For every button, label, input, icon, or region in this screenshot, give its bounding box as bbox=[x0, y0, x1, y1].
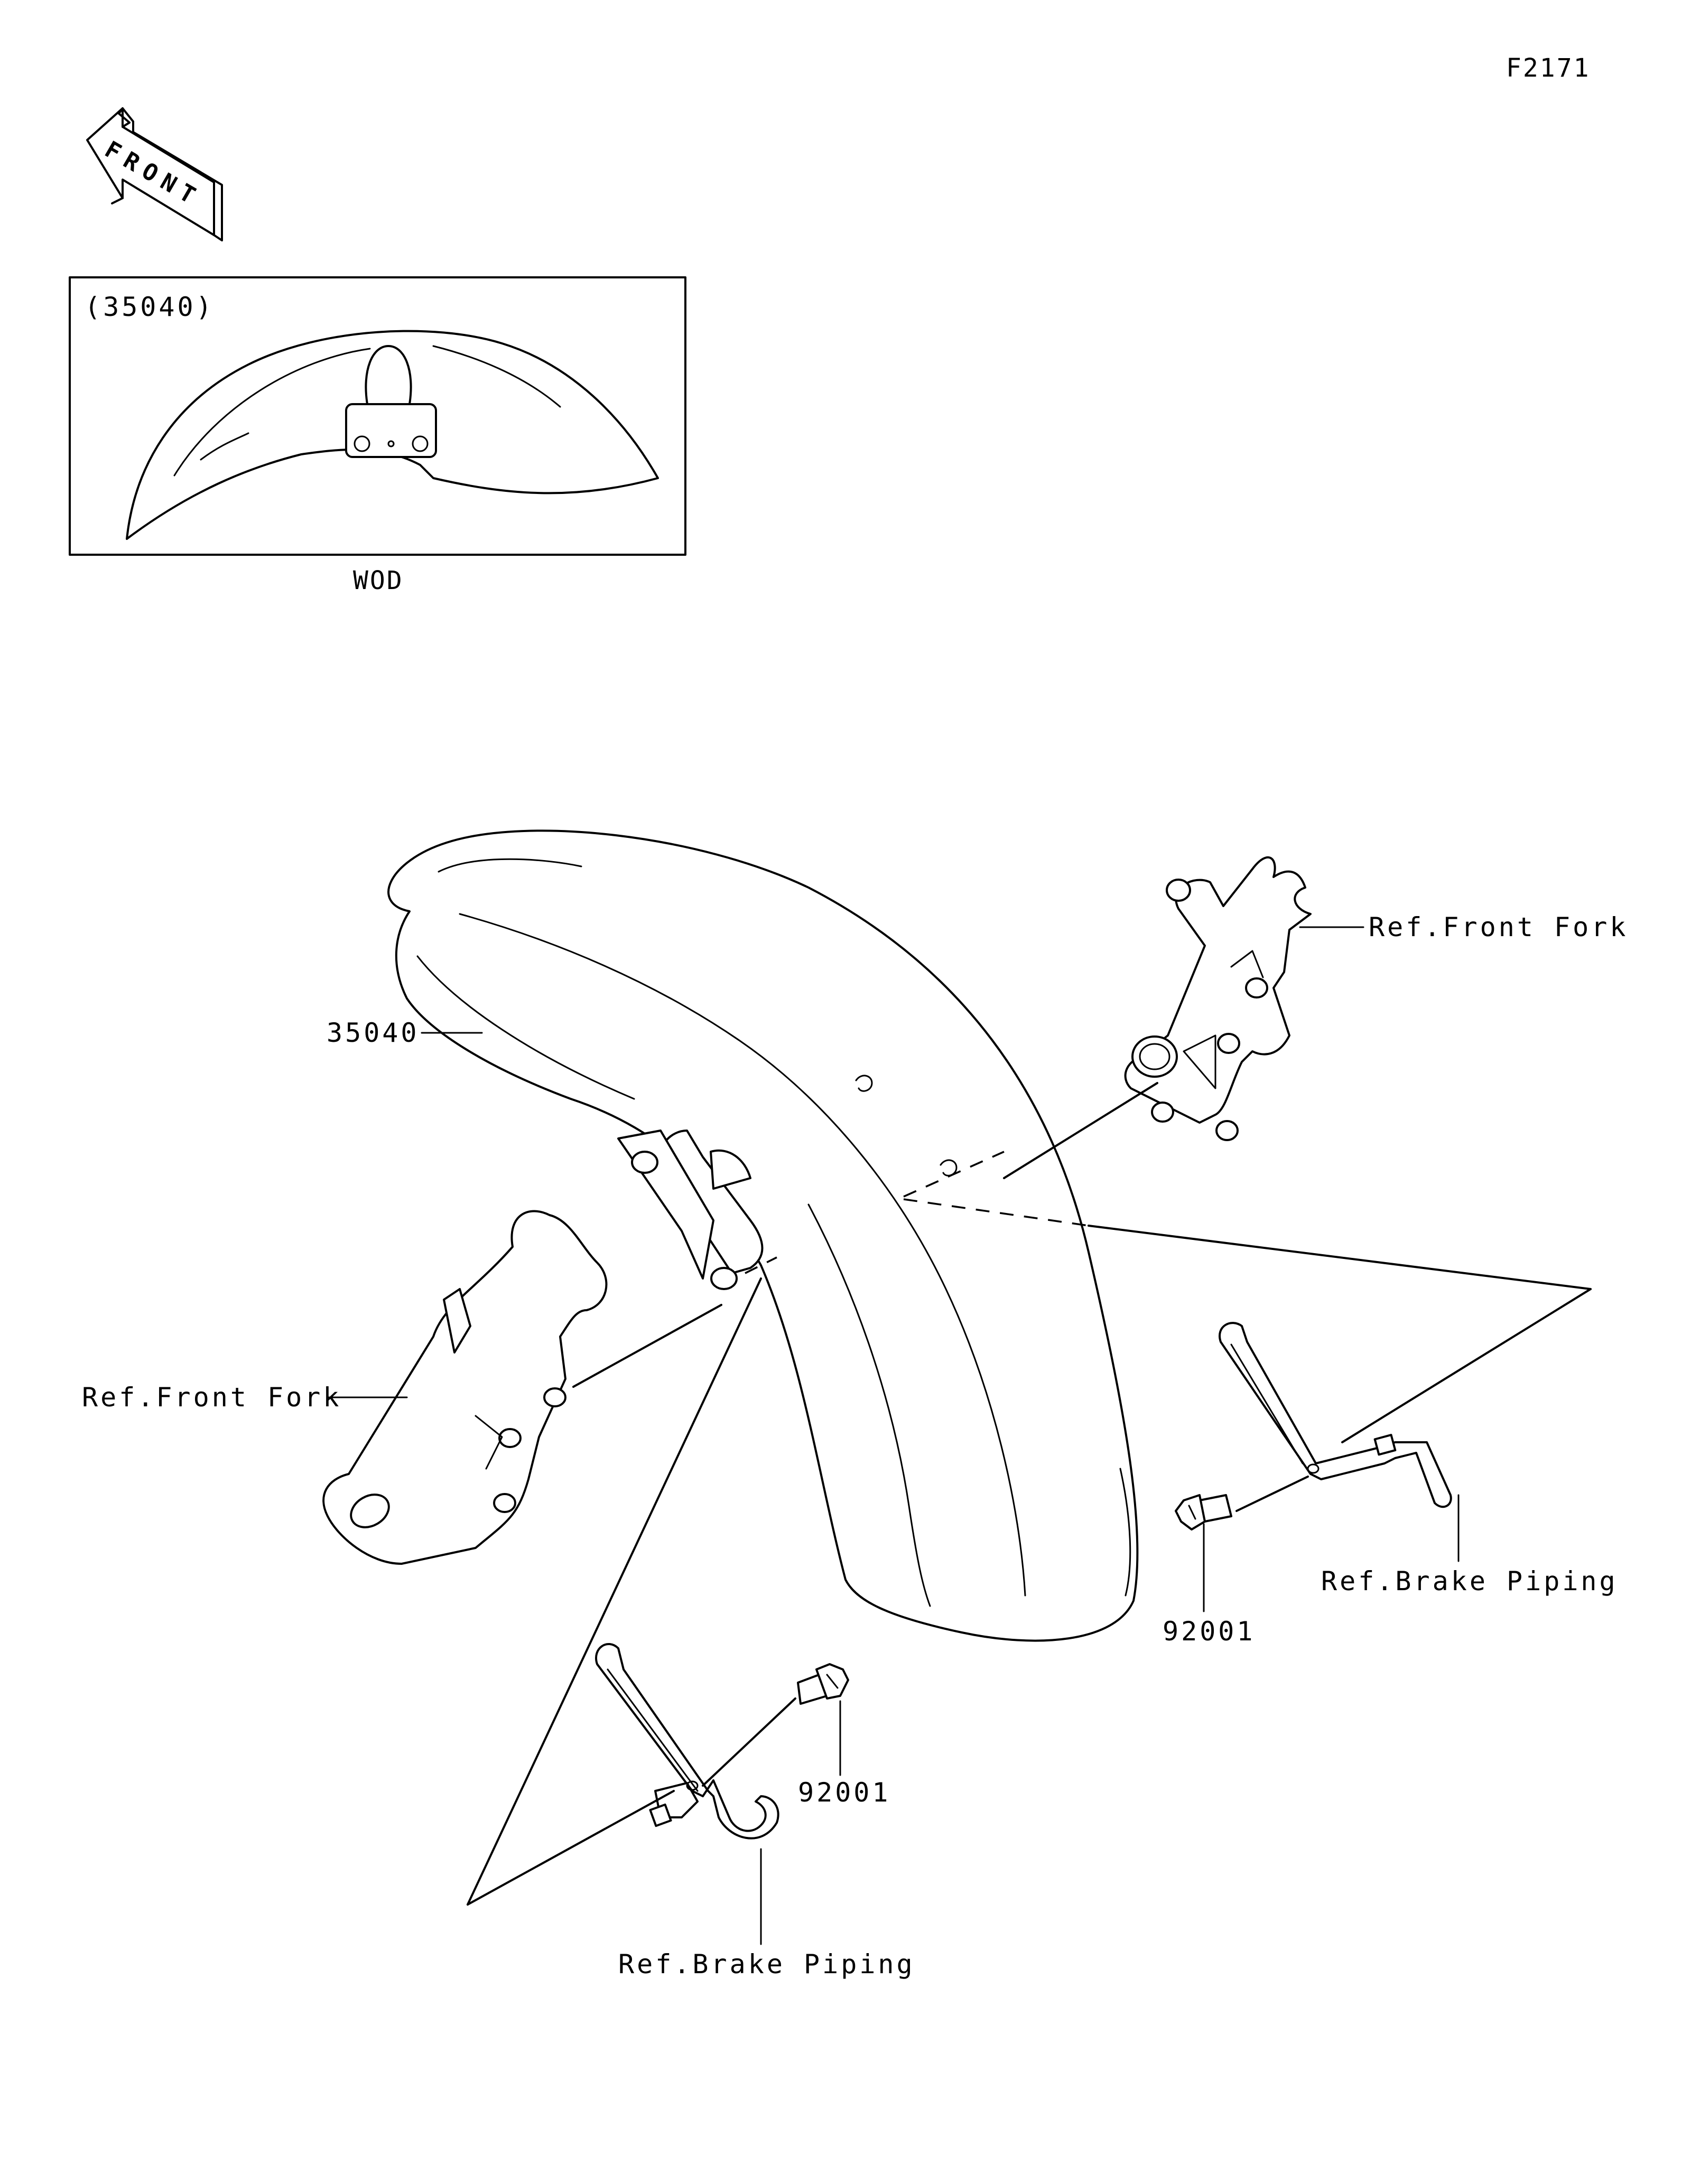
inset-fender bbox=[126, 330, 659, 540]
callout-bolt-92001-right: 92001 bbox=[1163, 1616, 1256, 1647]
front-fork-left bbox=[322, 1210, 608, 1565]
callout-brake-piping-left: Ref.Brake Piping bbox=[618, 1949, 915, 1980]
front-fork-right bbox=[1124, 856, 1312, 1141]
callout-front-fork-left: Ref.Front Fork bbox=[82, 1382, 341, 1413]
callout-fender-35040: 35040 bbox=[327, 1018, 420, 1048]
inset-caption: WOD bbox=[353, 566, 404, 595]
bolt-right-icon bbox=[1175, 1494, 1232, 1530]
callout-brake-piping-right: Ref.Brake Piping bbox=[1321, 1566, 1618, 1597]
inset-box: (35040) WOD bbox=[69, 276, 686, 595]
front-fender bbox=[387, 829, 1139, 1642]
callout-bolt-92001-left: 92001 bbox=[798, 1777, 891, 1808]
brake-clamp-right bbox=[1219, 1322, 1452, 1508]
callout-front-fork-right: Ref.Front Fork bbox=[1369, 912, 1628, 942]
brake-clamp-left bbox=[595, 1642, 779, 1840]
figure-code: F2171 bbox=[1506, 53, 1591, 83]
front-arrow-icon: FRONT bbox=[86, 107, 223, 241]
inset-part-number: (35040) bbox=[85, 292, 215, 322]
bolt-left-icon bbox=[797, 1663, 849, 1705]
leader-lines bbox=[327, 926, 1592, 1945]
